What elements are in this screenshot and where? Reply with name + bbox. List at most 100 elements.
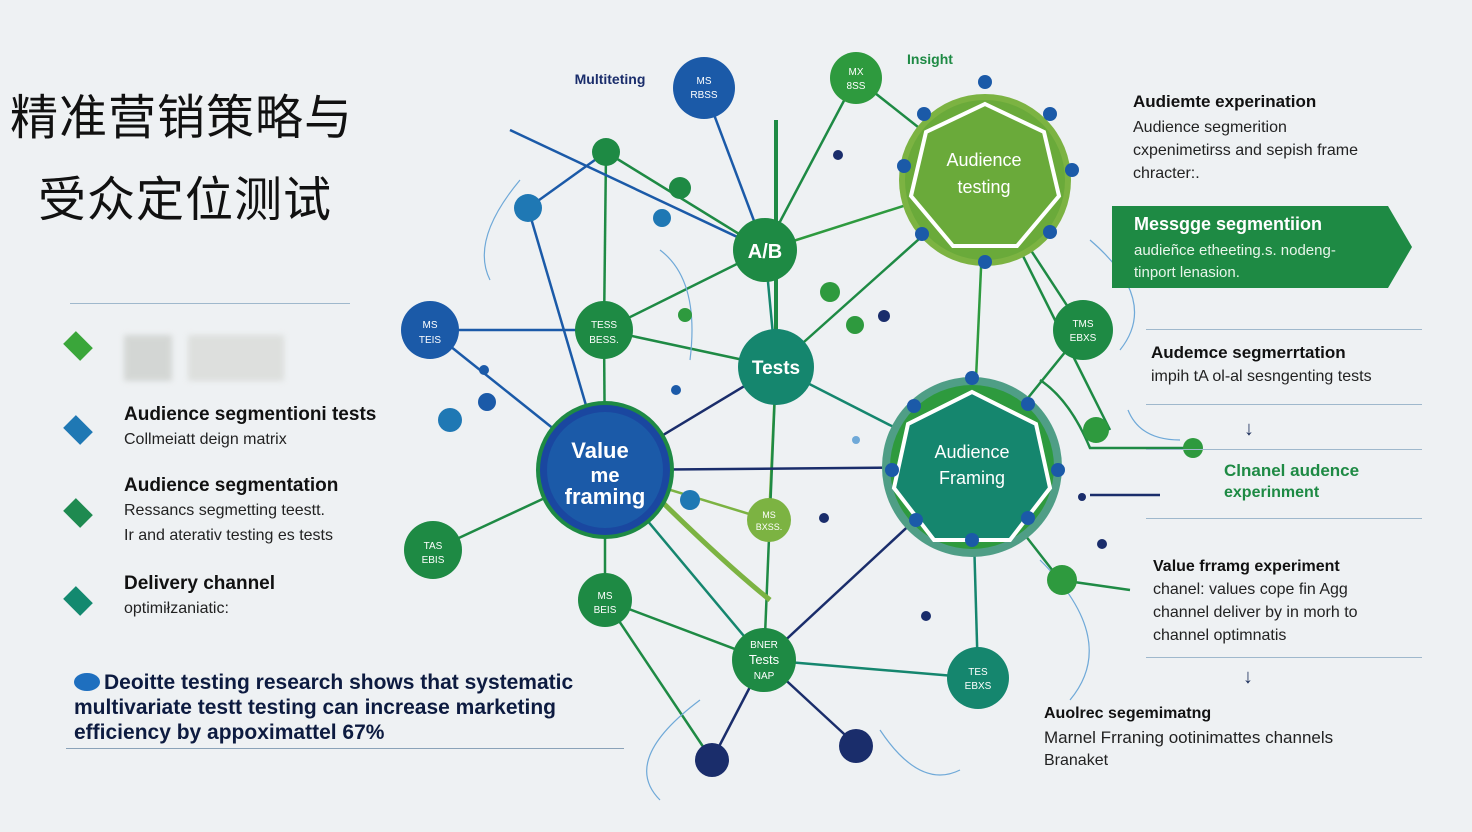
- nodes: [401, 52, 1113, 709]
- rp1-line2: cxpenimetirss and sepish frame: [1133, 142, 1358, 159]
- rp2-title: Audemce segmerrtation: [1151, 343, 1346, 362]
- rp3-line2: experinment: [1224, 484, 1320, 501]
- node-mid-a: [575, 301, 633, 359]
- stat-rule: [66, 748, 624, 749]
- hub-framing-line2: Framing: [939, 468, 1005, 488]
- legend-sub: Ir and aterativ testing es tests: [124, 527, 333, 544]
- node-left-a-line1: MS: [423, 320, 438, 331]
- node-low-a: [578, 573, 632, 627]
- hub-testing-line2: testing: [957, 177, 1010, 197]
- node-bottom-line1: BNER: [750, 640, 778, 651]
- page-title-line2: 受众定位测试: [38, 172, 333, 228]
- rp-rule: [1146, 329, 1422, 330]
- node-bottom-line2: Tests: [749, 652, 780, 667]
- rp4-line1: chanel: values cope fin Agg: [1153, 581, 1348, 598]
- hub-framing-line1: Audience: [934, 442, 1009, 462]
- node-top-b-line2: 8SS: [847, 81, 866, 92]
- banner-line2: tinport lenasion.: [1134, 264, 1240, 281]
- rp-rule: [1146, 518, 1422, 519]
- node-top-a-line2: RBSS: [690, 90, 718, 101]
- right-panel-1: Audiemte experination Audience segmeriti…: [1133, 92, 1358, 185]
- legend-sub: Ressancs segmetting teestt.: [124, 502, 325, 519]
- arrow-down-icon: ↓: [1244, 418, 1254, 440]
- node-value-line1: Value: [571, 438, 628, 463]
- node-low-r-line2: EBXS: [965, 681, 992, 692]
- node-low-r: [947, 647, 1009, 709]
- stat-callout: Deoitte testing research shows that syst…: [74, 670, 634, 745]
- hub-testing-line1: Audience: [946, 150, 1021, 170]
- node-top-a: [673, 57, 735, 119]
- node-left-a-line2: TEIS: [419, 335, 442, 346]
- rp5-line1: Marnel Frraning ootinimattes channels: [1044, 728, 1334, 747]
- right-panel-3: Clnanel audence experinment: [1224, 461, 1359, 502]
- rp1-line3: chracter:.: [1133, 165, 1200, 182]
- label-insight: Insight: [907, 51, 953, 67]
- legend-sub: optimiłzaniatic:: [124, 600, 229, 617]
- node-right-a-line2: EBXS: [1070, 333, 1097, 344]
- banner-title: Messgge segmentiion: [1134, 214, 1323, 234]
- node-value-line3: framing: [565, 484, 646, 509]
- right-panel-2: Audemce segmerrtation impih tA ol-al ses…: [1151, 343, 1372, 388]
- node-mid-a-line1: TESS: [591, 320, 617, 331]
- node-top-b-line1: MX: [849, 67, 864, 78]
- node-low-r-line1: TES: [968, 667, 988, 678]
- legend-title: Audience segmentioni tests: [124, 404, 377, 425]
- node-bottom-line3: NAP: [754, 671, 775, 682]
- node-value-line2: me: [591, 465, 620, 487]
- legend-title: Delivery channel: [124, 573, 276, 594]
- node-bottom: [732, 628, 796, 692]
- right-panel-4: Value frramg experiment chanel: values c…: [1153, 558, 1358, 647]
- rp4-line3: channel optimnatis: [1153, 627, 1287, 644]
- node-top-a-line1: MS: [697, 76, 712, 87]
- rp5-title: Auolrec segemimatng: [1044, 705, 1212, 722]
- rp4-line2: channel deliver by in morh to: [1153, 604, 1358, 621]
- node-left-a: [401, 301, 459, 359]
- node-value-framing-inner: [547, 412, 663, 528]
- node-low-a-line1: MS: [598, 591, 613, 602]
- node-left-b-line2: EBIS: [422, 555, 445, 566]
- stat-line2: multivariate testt testing can increase …: [74, 696, 557, 719]
- node-tests-label: Tests: [752, 358, 800, 379]
- node-ab-label: A/B: [748, 241, 782, 263]
- node-ab: [733, 218, 797, 282]
- stat-line1: Deoitte testing research shows that syst…: [104, 671, 574, 694]
- blurred-legend-text: [124, 335, 284, 381]
- legend-top-rule: [70, 303, 350, 304]
- node-right-a-line1: TMS: [1072, 319, 1093, 330]
- rp2-line1: impih tA ol-al sesngenting tests: [1151, 368, 1372, 385]
- audience-framing-hub: [882, 371, 1065, 557]
- rp4-title: Value frramg experiment: [1153, 558, 1340, 575]
- banner-line1: audieñce etheeting.s. nodeng-: [1134, 242, 1336, 259]
- right-panel-5: Auolrec segemimatng Marnel Frraning ooti…: [1044, 705, 1333, 772]
- rp-rule: [1146, 657, 1422, 658]
- rp-rule: [1146, 404, 1422, 405]
- message-banner: Messgge segmentiion audieñce etheeting.s…: [1112, 206, 1412, 288]
- page-title-line1: 精准营销策略与: [10, 90, 354, 146]
- node-lime-line2: BXSS.: [756, 522, 783, 532]
- audience-testing-hub: [897, 75, 1079, 269]
- node-top-b: [830, 52, 882, 104]
- node-right-a: [1053, 300, 1113, 360]
- stat-line3: efficiency by appoximattel 67%: [74, 721, 385, 744]
- decorative-dots: [438, 138, 1203, 777]
- bullet-dot-icon: [74, 673, 100, 691]
- label-multi: Multiteting: [575, 71, 646, 87]
- rp-rule: [1146, 449, 1422, 450]
- node-tests: [738, 329, 814, 405]
- banner-arrow-shape: [1112, 206, 1412, 288]
- node-low-a-line2: BEIS: [594, 605, 617, 616]
- legend-sub: Collmeiatt deign matrix: [124, 431, 287, 448]
- node-lime: [747, 498, 791, 542]
- rp5-line2: Branaket: [1044, 752, 1109, 769]
- node-left-b-line1: TAS: [424, 541, 443, 552]
- rp1-line1: Audience segmerition: [1133, 119, 1287, 136]
- arrow-down-icon: ↓: [1243, 666, 1253, 688]
- node-left-b: [404, 521, 462, 579]
- node-lime-line1: MS: [762, 510, 776, 520]
- legend-title: Audience segmentation: [124, 475, 339, 496]
- rp3-line1: Clnanel audence: [1224, 461, 1360, 480]
- node-mid-a-line2: BESS.: [589, 335, 618, 346]
- rp1-title: Audiemte experination: [1133, 92, 1317, 111]
